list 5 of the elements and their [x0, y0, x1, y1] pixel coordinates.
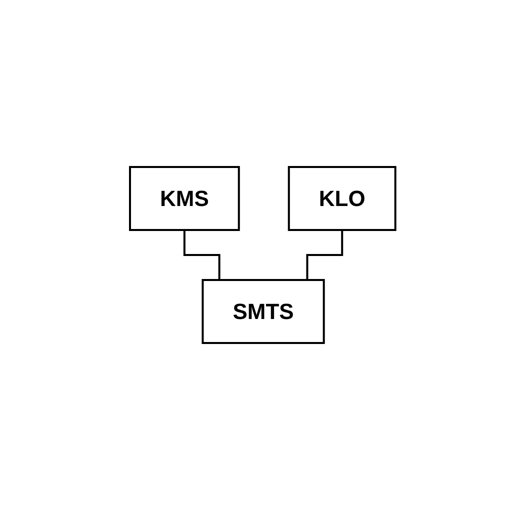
- node-box: SMTS: [202, 278, 325, 344]
- node-box: KLO: [288, 166, 396, 230]
- connector: [306, 228, 343, 280]
- node-box: KMS: [128, 166, 240, 230]
- connector: [183, 228, 220, 280]
